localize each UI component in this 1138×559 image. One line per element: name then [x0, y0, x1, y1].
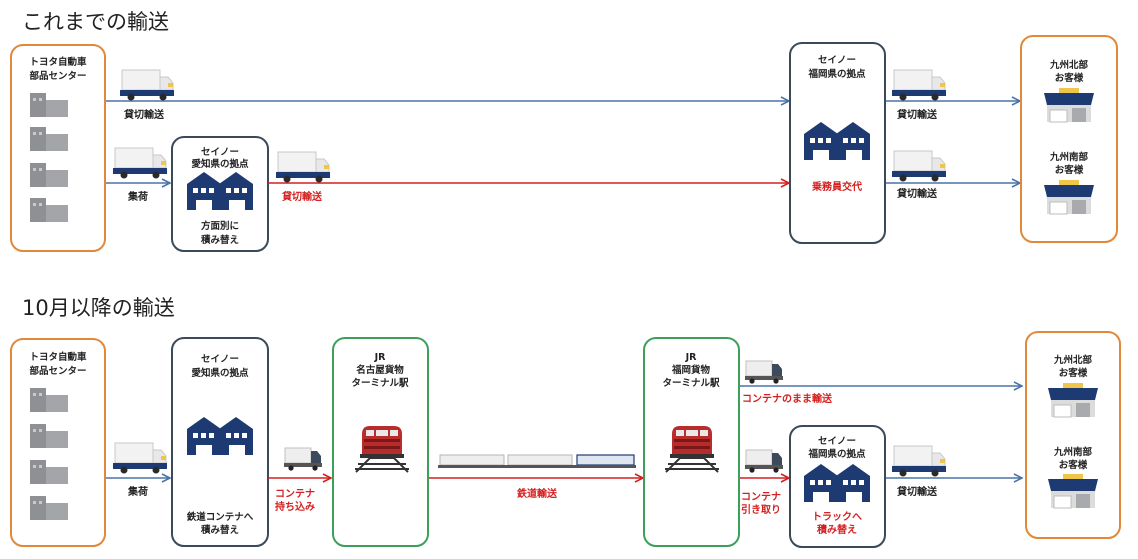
truck-icon	[112, 442, 168, 474]
seino-aichi-label-line1: セイノー	[201, 354, 239, 365]
crew-change-label: 乗務員交代	[811, 180, 862, 193]
section-title-after: 10月以降の輸送	[22, 296, 175, 320]
truck-icon	[891, 150, 947, 182]
label-pickup: 集荷	[127, 190, 148, 203]
label-charter-out-south: 貸切輸送	[896, 187, 938, 200]
north-customer-line2: お客様	[1059, 367, 1088, 379]
toyota-label-line1: トヨタ自動車	[29, 56, 87, 68]
section-title-before: これまでの輸送	[22, 10, 169, 34]
south-customer-line2: お客様	[1059, 459, 1088, 471]
south-customer-line1: 九州南部	[1049, 151, 1089, 163]
freight-train-icon	[438, 454, 636, 468]
label-charter-out: 貸切輸送	[896, 485, 938, 498]
label-charter-red: 貸切輸送	[281, 190, 323, 203]
seino-aichi-label-line1: セイノー	[201, 147, 239, 158]
seino-aichi-note-line2: 積み替え	[200, 524, 239, 536]
truck-icon	[119, 69, 175, 101]
seino-aichi-label-line2: 愛知県の拠点	[191, 158, 249, 170]
north-customer-line2: お客様	[1055, 72, 1084, 84]
jr-fukuoka-label-line1: JR	[685, 352, 698, 363]
truck-icon	[112, 147, 168, 179]
label-charter-out-north: 貸切輸送	[896, 108, 938, 121]
seino-fukuoka-note-line1: トラックへ	[812, 511, 862, 523]
seino-aichi-label-line2: 愛知県の拠点	[191, 367, 249, 379]
toyota-label-line2: 部品センター	[29, 70, 86, 82]
truck-icon	[275, 151, 331, 183]
container-truck-icon	[744, 449, 784, 474]
label-container-in-line1: コンテナ	[275, 488, 315, 500]
jr-nagoya-label-line3: ターミナル駅	[351, 377, 409, 389]
jr-nagoya-label-line2: 名古屋貨物	[356, 364, 404, 376]
seino-fukuoka-label-line1: セイノー	[818, 55, 856, 66]
label-charter-top: 貸切輸送	[123, 108, 165, 121]
toyota-label-line2: 部品センター	[29, 365, 86, 377]
jr-fukuoka-label-line3: ターミナル駅	[662, 377, 720, 389]
truck-icon	[891, 445, 947, 477]
shop-icon	[1043, 179, 1095, 215]
label-container-in-line2: 持ち込み	[275, 500, 315, 513]
jr-fukuoka-label-line2: 福岡貨物	[671, 364, 711, 376]
truck-icon	[891, 69, 947, 101]
container-truck-icon	[283, 447, 323, 472]
customers-box-before	[1020, 35, 1118, 243]
seino-fukuoka-label-line2: 福岡県の拠点	[807, 448, 866, 460]
south-customer-line2: お客様	[1055, 164, 1084, 176]
toyota-label-line1: トヨタ自動車	[29, 351, 87, 363]
seino-fukuoka-note-line2: 積み替え	[816, 523, 857, 536]
label-container-direct: コンテナのまま輸送	[742, 392, 833, 405]
south-customer-line1: 九州南部	[1053, 446, 1093, 458]
shop-icon	[1043, 87, 1095, 123]
label-pickup: 集荷	[127, 485, 148, 498]
seino-aichi-note-line1: 鉄道コンテナへ	[187, 511, 254, 523]
north-customer-line1: 九州北部	[1049, 59, 1089, 71]
shop-icon	[1047, 382, 1099, 418]
label-rail: 鉄道輸送	[517, 487, 558, 500]
label-container-out-line1: コンテナ	[741, 491, 781, 503]
jr-nagoya-label-line1: JR	[374, 352, 387, 363]
seino-aichi-note-line2: 積み替え	[200, 234, 239, 246]
north-customer-line1: 九州北部	[1053, 354, 1093, 366]
container-truck-icon	[744, 360, 784, 385]
label-container-out-line2: 引き取り	[741, 503, 781, 516]
seino-fukuoka-label-line1: セイノー	[818, 436, 856, 447]
seino-fukuoka-label-line2: 福岡県の拠点	[807, 68, 866, 80]
customers-box-after	[1025, 331, 1121, 539]
seino-aichi-note-line1: 方面別に	[201, 220, 239, 232]
shop-icon	[1047, 473, 1099, 509]
